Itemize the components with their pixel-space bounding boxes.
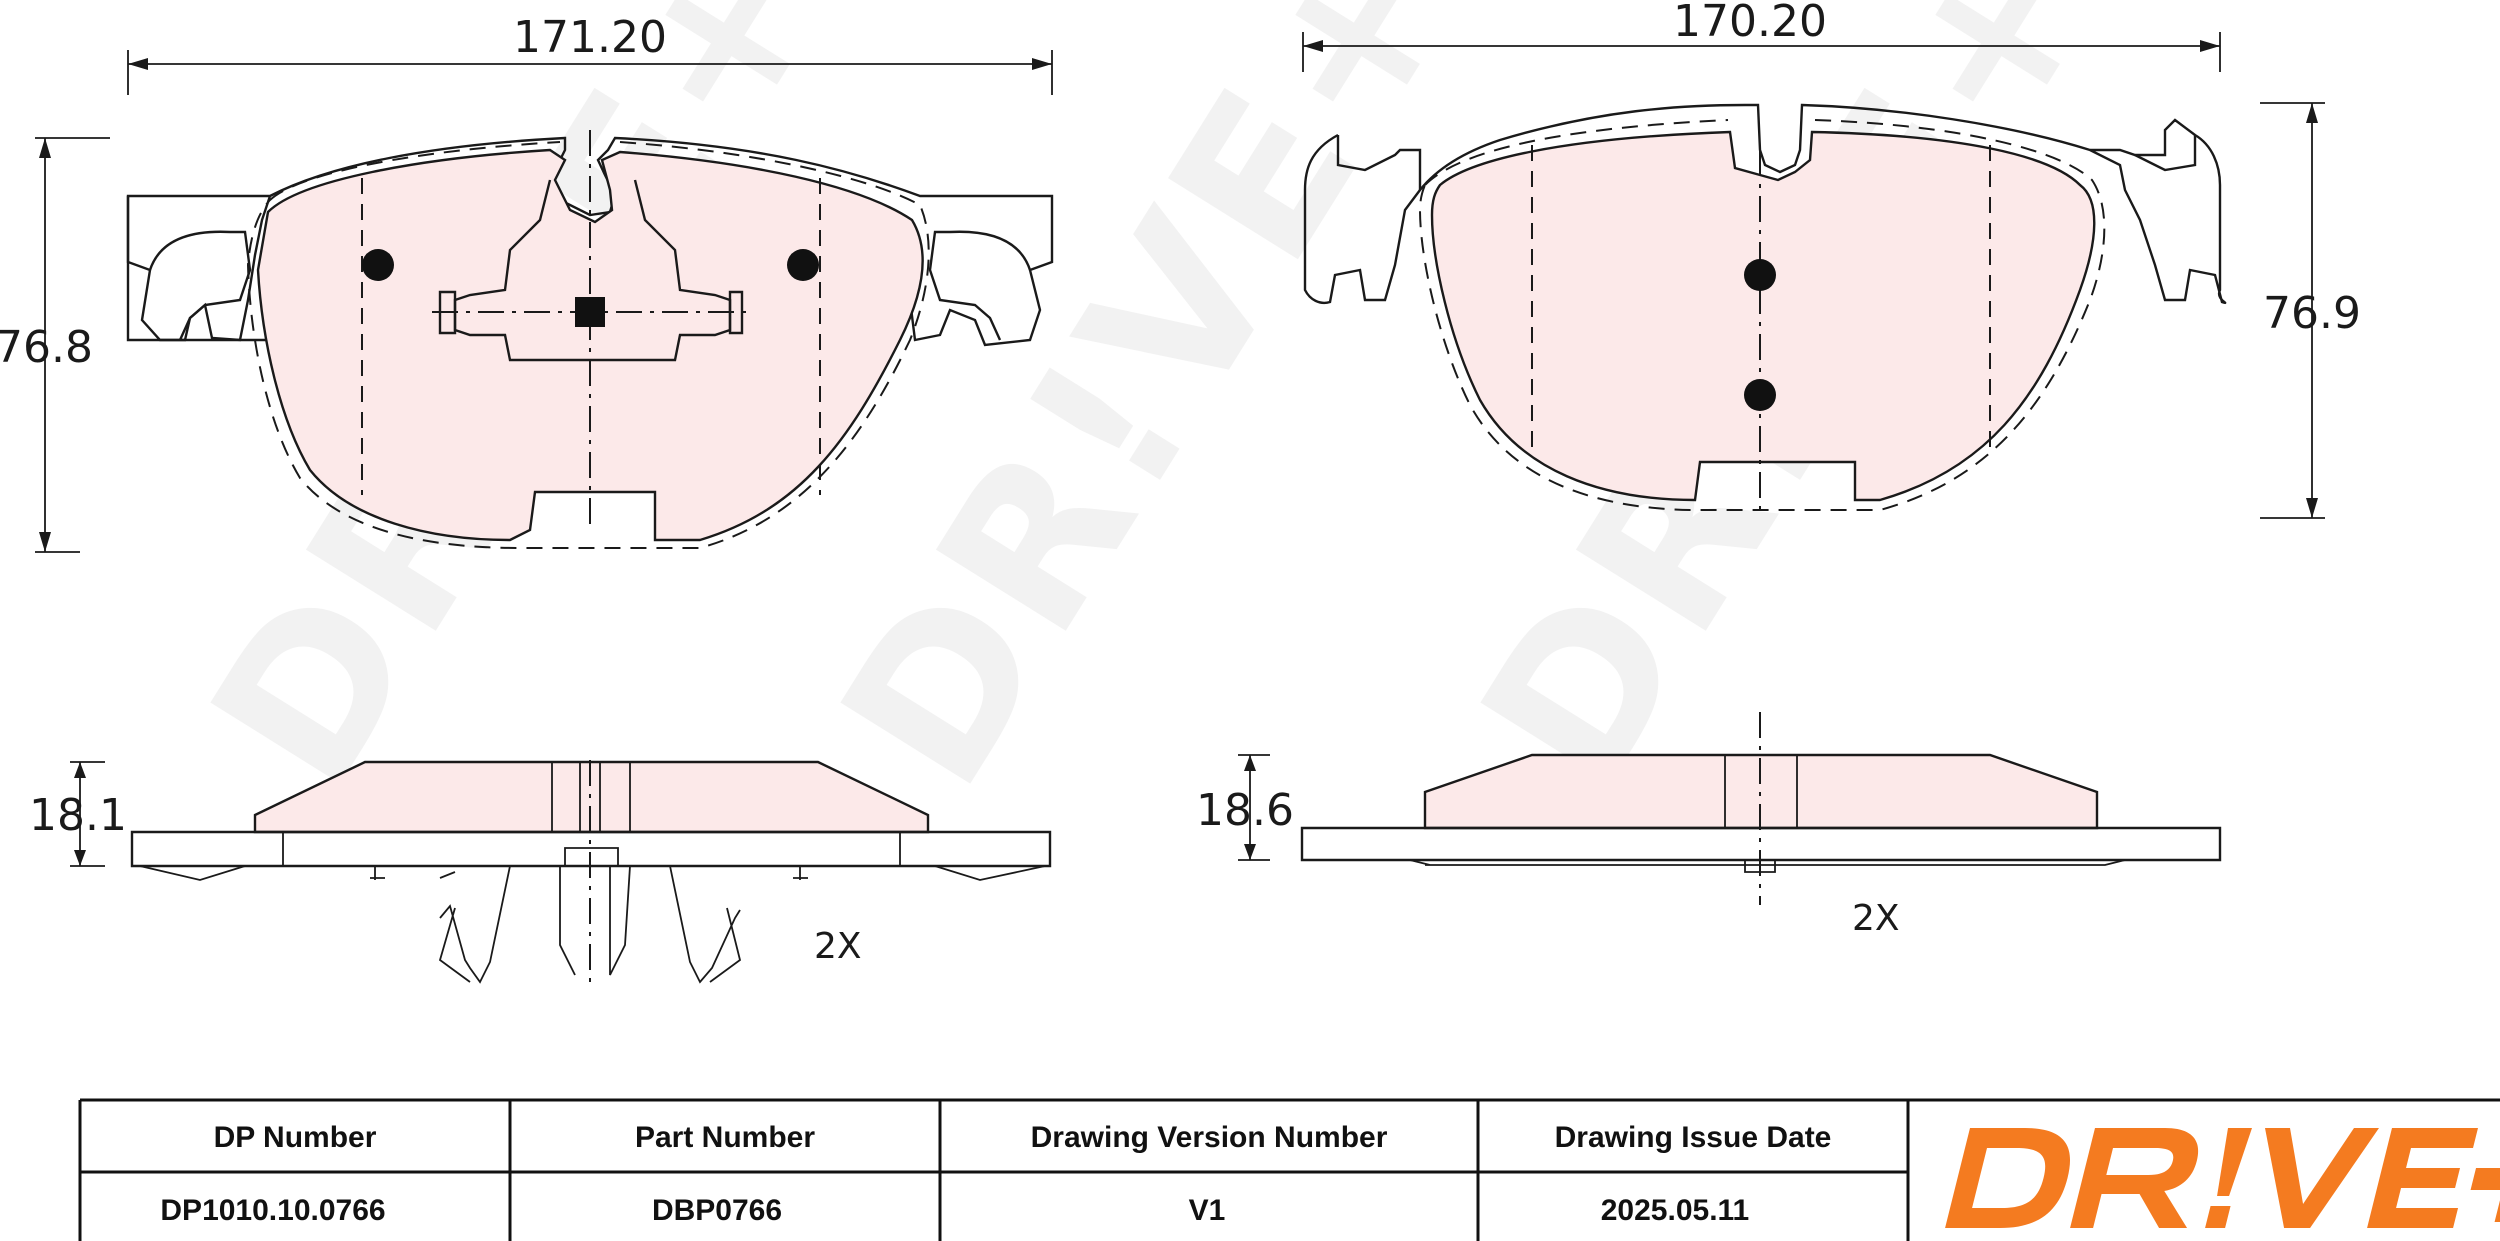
right-friction-dashed-outline: [1418, 119, 2106, 511]
right-friction-material: [1430, 130, 2096, 502]
right-hole-lower: [1744, 379, 1776, 411]
left-friction-dashed-outline: [246, 141, 930, 549]
left-side-friction: [253, 760, 930, 834]
left-hole-left: [362, 249, 394, 281]
header-issue-date: Drawing Issue Date: [1555, 1121, 1832, 1154]
right-thickness-dimension: 18.6: [1196, 754, 1294, 861]
left-center-square: [575, 297, 605, 327]
value-issue-date: 2025.05.11: [1601, 1194, 1750, 1227]
left-height-dimension: 76.8: [0, 137, 110, 553]
right-width-label: 170.20: [1673, 0, 1827, 47]
left-pad-front-view: 171.20 76.8: [0, 12, 1054, 553]
header-dp-number: DP Number: [214, 1121, 377, 1154]
right-pad-front-view: 170.20 76.9: [1302, 0, 2361, 519]
left-quantity-label: 2X: [814, 926, 862, 967]
watermark-2: DR!VE+: [795, 0, 1506, 826]
right-height-dimension: 76.9: [2260, 102, 2361, 519]
left-side-shim: [139, 832, 1046, 881]
right-quantity-label: 2X: [1852, 898, 1900, 939]
left-clip-pins: [438, 290, 744, 335]
left-width-dimension: 171.20: [127, 12, 1053, 95]
left-side-center-block: [551, 762, 631, 832]
left-pad-side-view: 18.1 2X: [29, 760, 1052, 990]
title-block-grid: [78, 1098, 2500, 1241]
left-thickness-label: 18.1: [29, 790, 127, 841]
right-plate-right-ear: [2134, 135, 2197, 172]
header-part-number: Part Number: [635, 1121, 815, 1154]
left-clip-plate: [453, 179, 732, 362]
right-thickness-label: 18.6: [1196, 785, 1294, 836]
title-block: DP Number Part Number Drawing Version Nu…: [78, 1098, 2500, 1241]
left-plate-ear-right: [928, 230, 1032, 341]
left-plate-ear-left: [148, 230, 252, 341]
left-side-spring: [370, 847, 808, 984]
left-hole-right: [787, 249, 819, 281]
drive-logo: [1945, 1128, 2500, 1228]
left-friction-material: [256, 148, 924, 542]
right-side-plate: [1300, 826, 2222, 862]
right-height-label: 76.9: [2263, 288, 2361, 339]
right-pad-side-view: 18.6 2X: [1196, 712, 2222, 939]
right-width-dimension: 170.20: [1302, 0, 2221, 72]
right-plate-left-ear: [1336, 135, 1422, 190]
left-side-plate: [130, 830, 1052, 868]
left-width-label: 171.20: [513, 12, 667, 63]
right-hole-upper: [1744, 259, 1776, 291]
value-drawing-version: V1: [1189, 1194, 1226, 1227]
value-part-number: DBP0766: [652, 1194, 782, 1227]
header-drawing-version: Drawing Version Number: [1031, 1121, 1388, 1154]
value-dp-number: DP1010.10.0766: [160, 1194, 385, 1227]
left-height-label: 76.8: [0, 322, 93, 373]
left-wear-indicator-lines: [361, 178, 821, 495]
left-thickness-dimension: 18.1: [29, 761, 127, 867]
